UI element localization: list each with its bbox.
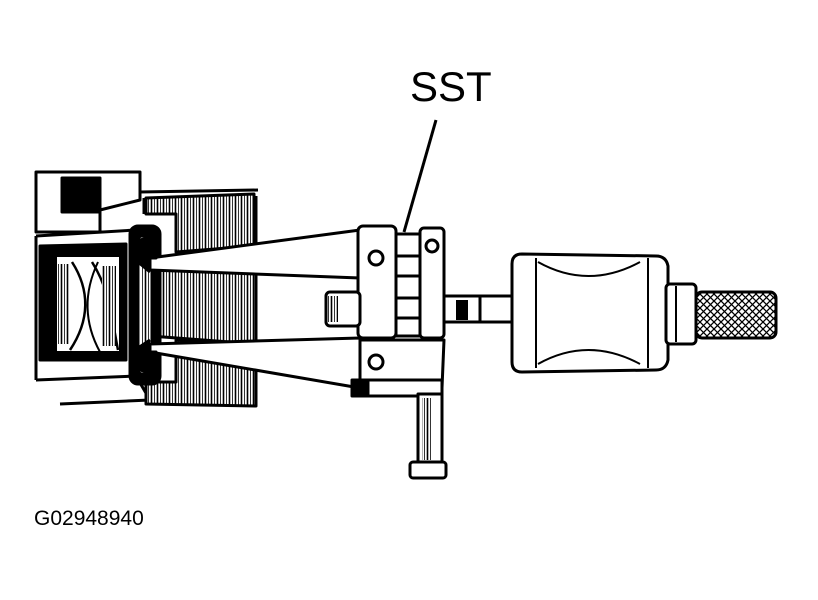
handle-collar — [664, 282, 698, 346]
yoke-plate-left — [356, 224, 398, 340]
bolt-head — [408, 460, 448, 480]
hammer-handle — [664, 282, 778, 346]
yoke-hole-left — [367, 249, 385, 267]
yoke-hole-lower — [367, 353, 385, 371]
housing — [34, 170, 152, 406]
slide-hammer-weight — [510, 252, 670, 374]
sst-callout-label: SST — [410, 63, 492, 110]
pulley-top-flange — [144, 192, 256, 254]
shaft — [442, 294, 516, 324]
yoke-hole-right — [424, 238, 440, 254]
sst-leader-line — [402, 119, 438, 233]
sst-yoke — [350, 224, 446, 398]
housing-top-shadow — [60, 176, 102, 214]
center-screw-left — [324, 290, 362, 328]
center-nut — [394, 232, 422, 338]
bottom-bolt — [408, 392, 448, 480]
handle-grip — [694, 290, 778, 340]
hammer-body — [510, 252, 670, 374]
pulley — [128, 188, 259, 408]
figure-id-label: G02948940 — [34, 507, 144, 530]
